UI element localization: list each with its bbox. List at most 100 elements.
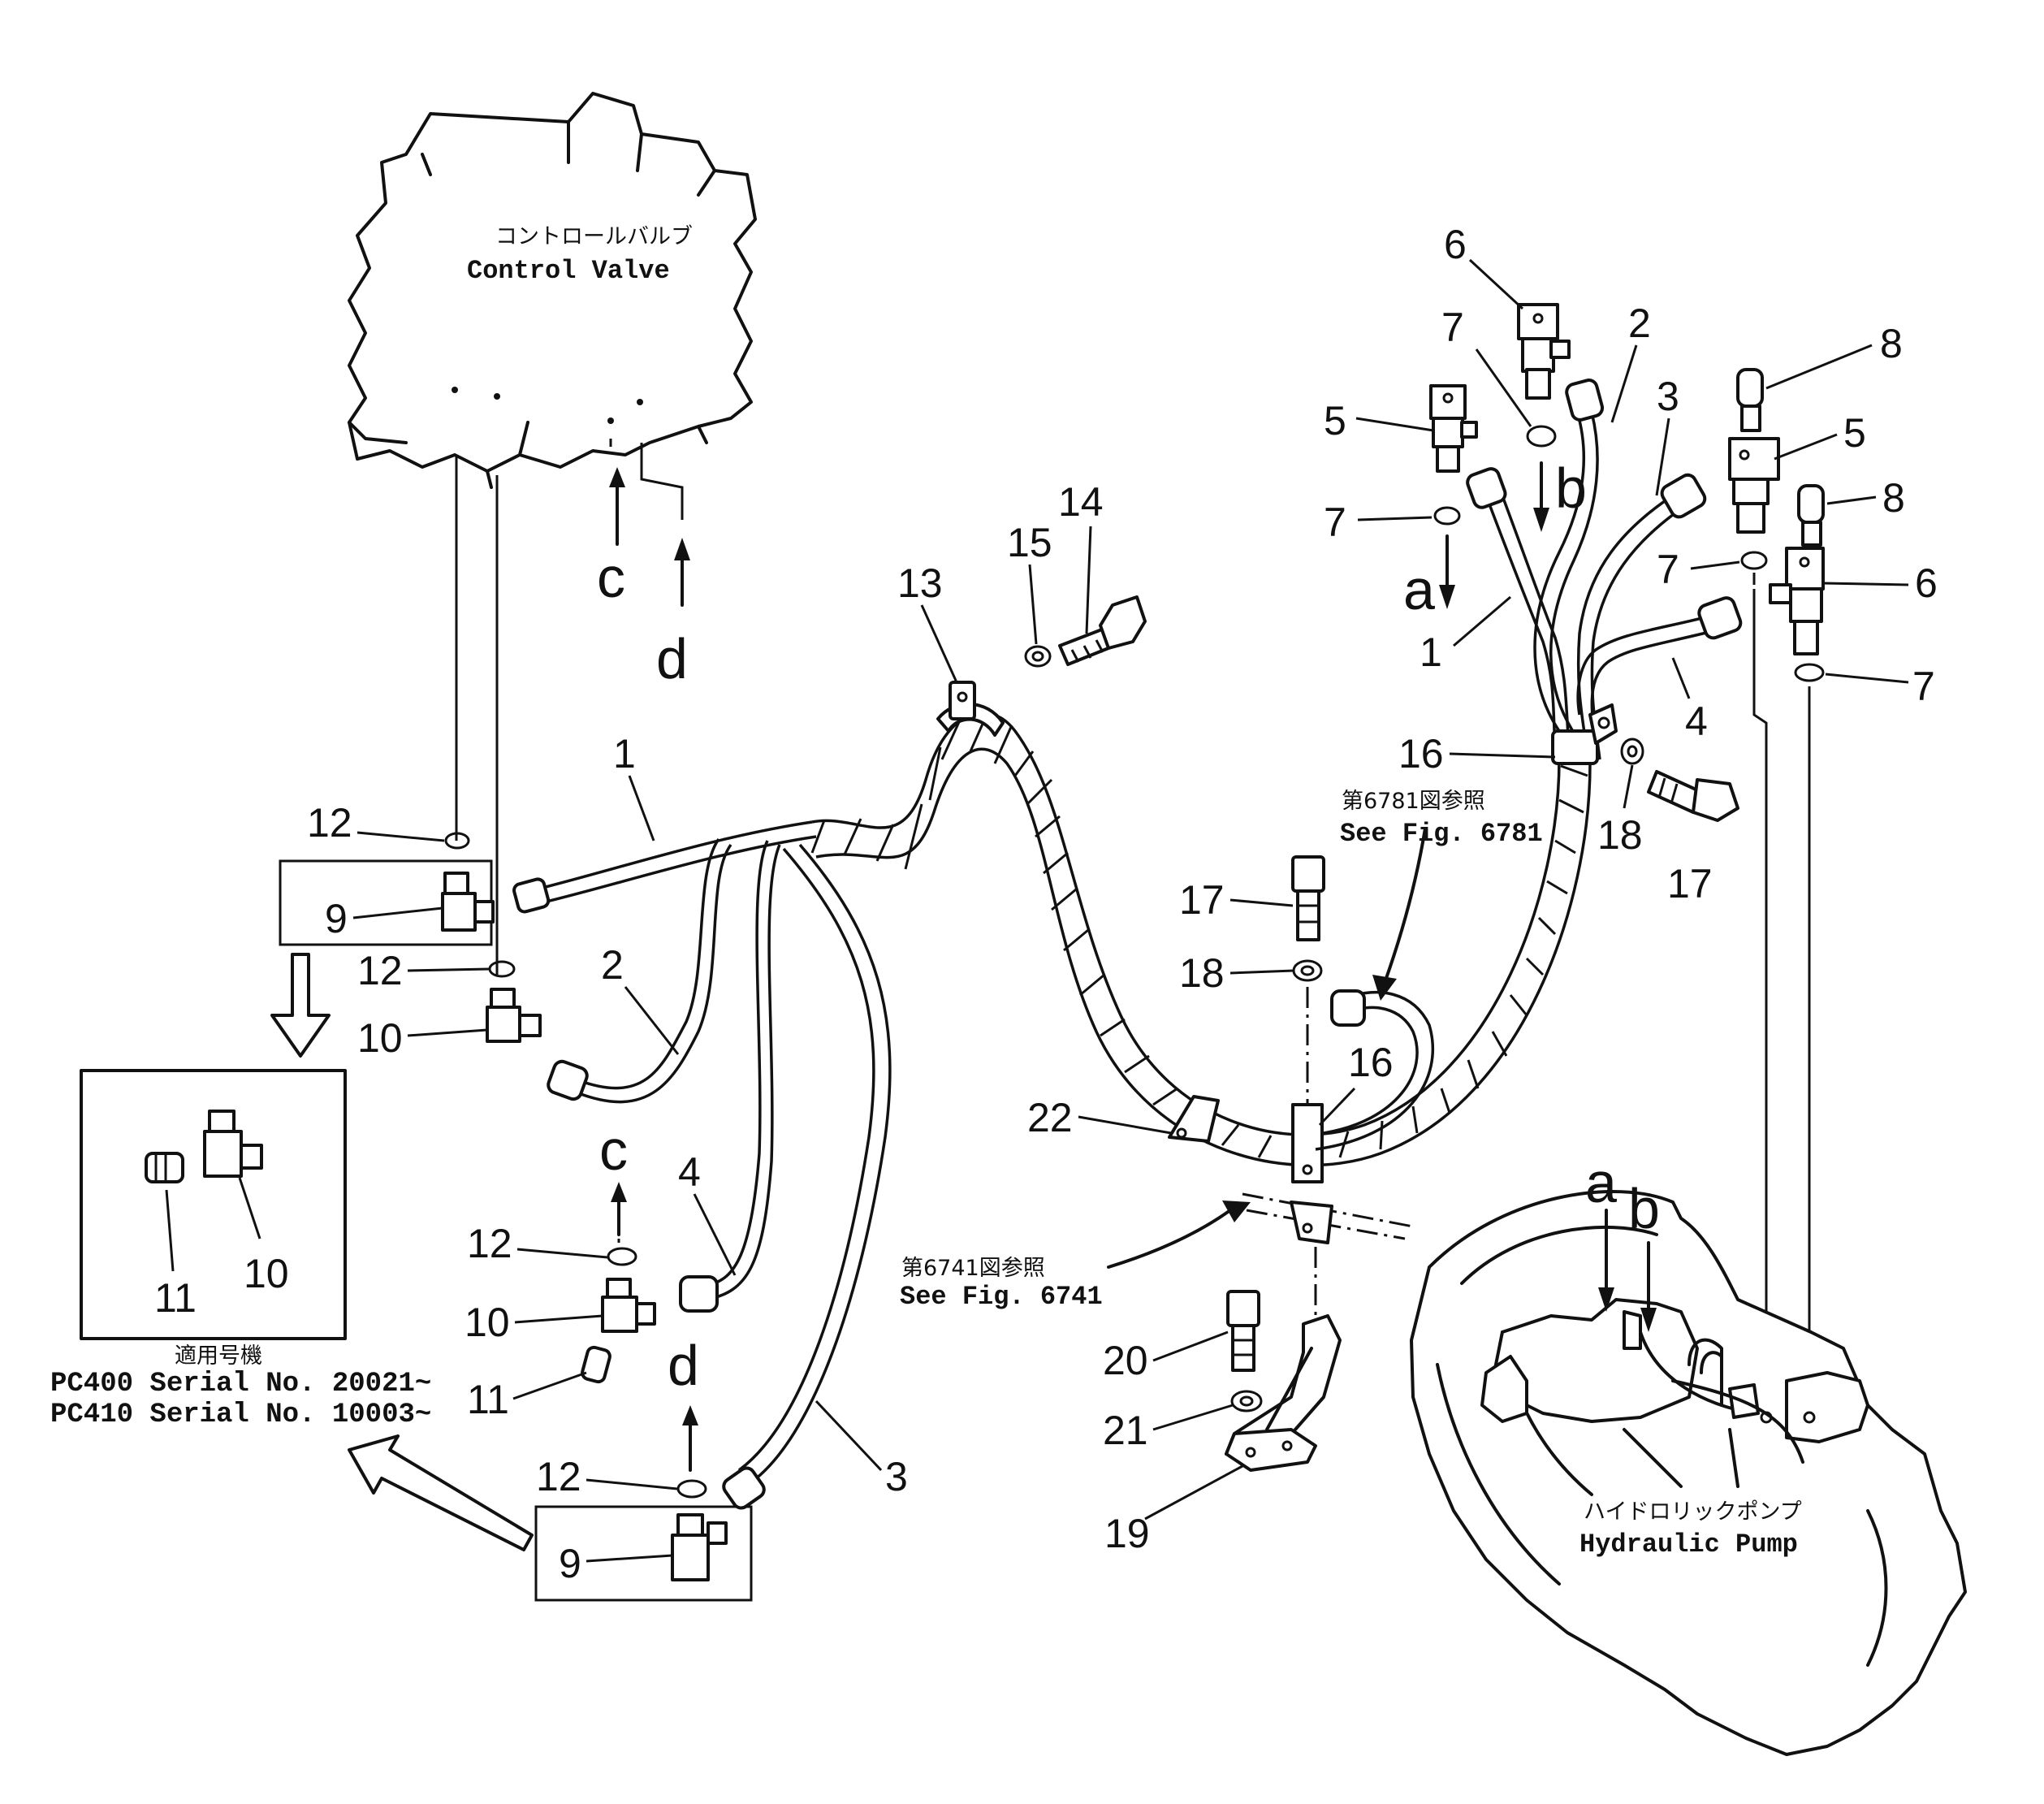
elbow-fitting-10-lower [601,1278,656,1333]
washer-18-center [1292,959,1323,982]
adapter-5-right [1728,437,1780,534]
applicability-title: 適用号機 [175,1343,262,1369]
hose-1 [512,820,817,914]
leader-10-detail [238,1177,261,1239]
callout-12-d: 12 [536,1454,581,1499]
hose-3 [722,843,892,1510]
callout-6-right: 6 [1915,560,1938,606]
detail-box-serial [80,1069,347,1340]
callout-11-detail: 11 [154,1275,197,1321]
adapter-6-right [1769,547,1825,655]
bolt-20 [1226,1290,1260,1372]
o-ring-7-a [1433,506,1461,526]
o-ring-12-a [444,832,470,850]
plug-8-top [1736,368,1764,432]
callout-9-upper: 9 [325,896,348,941]
elbow-fitting-9-upper [441,872,495,932]
callout-8-right: 8 [1882,475,1905,521]
o-ring-12-c [607,1247,637,1266]
letter-d-bottom: d [668,1334,699,1397]
callout-11-lower: 11 [467,1377,509,1422]
main-hose-bundle [810,712,1592,1167]
callout-4-right: 4 [1685,699,1708,744]
callout-8-top: 8 [1880,321,1903,366]
arrow-a-pump: a [1585,1151,1617,1312]
callout-1-right: 1 [1420,629,1442,675]
hollow-arrow-up-left [348,1434,534,1551]
o-ring-7-c [1740,551,1768,570]
callout-17-center: 17 [1179,877,1225,923]
callout-6-top: 6 [1444,222,1467,267]
letter-b-pump: b [1628,1177,1660,1240]
leader-11-detail [165,1189,175,1272]
callout-5-left: 5 [1324,398,1346,443]
port-line-d [640,443,684,520]
o-ring-7-d [1794,663,1825,682]
o-ring-12-d [676,1479,707,1499]
pump-label-jp: ハイドロリックポンプ [1584,1499,1802,1525]
elbow-fitting-9-lower [671,1513,728,1581]
callout-2-right: 2 [1628,301,1651,346]
pump-label-en: Hydraulic Pump [1579,1529,1798,1560]
callout-7-left: 7 [1324,500,1346,545]
applicability-line-1: PC400 Serial No. 20021~ [50,1369,431,1400]
callout-21: 21 [1103,1408,1148,1453]
letter-c-top: c [597,546,625,609]
ref-6741-en: See Fig. 6741 [900,1282,1103,1312]
callout-9-lower: 9 [559,1541,581,1586]
detail-fitting-10 [203,1110,263,1178]
ref-arrow-6781 [1383,827,1427,984]
hose-4 [679,840,781,1313]
callout-17-right: 17 [1667,861,1713,906]
callout-4-left: 4 [678,1149,701,1195]
bracket-19 [1225,1314,1342,1472]
ref-6741-jp: 第6741図参照 [901,1256,1045,1281]
ref-6781-en: See Fig. 6781 [1340,819,1543,849]
callout-14: 14 [1058,479,1104,525]
callout-18-right: 18 [1597,812,1643,858]
adapter-5-left [1429,384,1478,473]
ref-6781-jp: 第6781図参照 [1342,789,1485,814]
clamp-13 [936,681,1005,737]
bolt-14 [1058,595,1147,666]
arrow-b-pump: b [1628,1177,1660,1332]
arrow-d-bottom: d [668,1334,699,1472]
washer-21 [1230,1390,1263,1412]
letter-d-top: d [656,627,688,690]
callout-2-left: 2 [601,942,624,988]
letter-a-top: a [1403,558,1435,621]
plug-8-right [1797,484,1825,547]
callouts: 1 1 2 2 3 3 4 4 5 5 6 6 7 7 7 7 [307,222,1938,1586]
arrow-b-top: b [1533,456,1587,532]
callout-10-upper: 10 [357,1015,403,1061]
letter-b-top: b [1555,456,1587,520]
washer-18-right [1620,738,1644,765]
letter-a-pump: a [1585,1151,1617,1214]
arrow-a-top: a [1403,534,1455,621]
detail-box-9-lower [534,1505,753,1602]
applicability-line-2: PC410 Serial No. 10003~ [50,1400,431,1430]
adapter-6-top [1517,303,1571,400]
arrow-d-top: d [656,538,690,690]
callout-18-center: 18 [1179,950,1225,996]
o-ring-7-b [1526,425,1557,448]
clamp-22 [1168,1095,1220,1143]
callout-16-upper: 16 [1398,731,1444,777]
callout-12-c: 12 [467,1221,512,1266]
hose-2 [547,837,732,1104]
bolt-17-right [1647,770,1739,822]
callout-7-top: 7 [1441,305,1464,350]
washer-15 [1024,645,1052,668]
callout-1-left: 1 [613,731,636,777]
callout-19: 19 [1104,1511,1150,1556]
callout-12-a: 12 [307,800,352,846]
callout-5-right: 5 [1843,410,1866,456]
callout-7-mid: 7 [1657,547,1679,592]
callout-15: 15 [1007,520,1052,565]
detail-plug-11 [145,1152,184,1183]
hollow-arrow-down [270,953,331,1058]
callout-10-lower: 10 [465,1300,510,1345]
control-valve-label-jp: コントロールバルブ [495,224,693,249]
ref-arrow-6741 [1107,1209,1232,1269]
callout-7-right: 7 [1912,664,1935,709]
